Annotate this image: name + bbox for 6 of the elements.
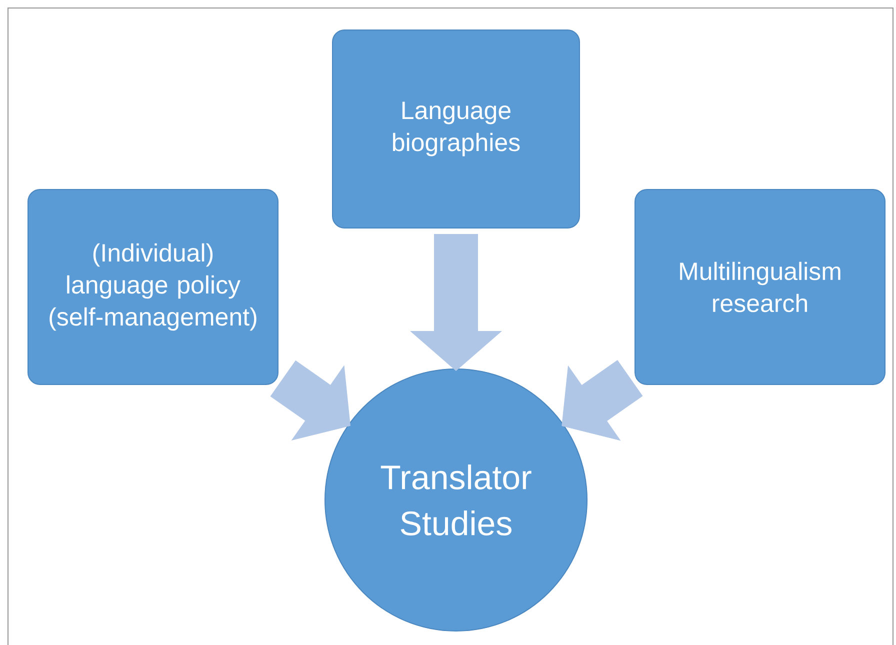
topic-box: Language biographies [332, 30, 580, 228]
topic-box: (Individual) language policy (self-management) [28, 189, 278, 385]
block-arrow [410, 234, 502, 371]
block-arrow [562, 360, 643, 441]
block-arrow [270, 360, 350, 440]
topic-box: Multilingualism research [634, 189, 886, 385]
